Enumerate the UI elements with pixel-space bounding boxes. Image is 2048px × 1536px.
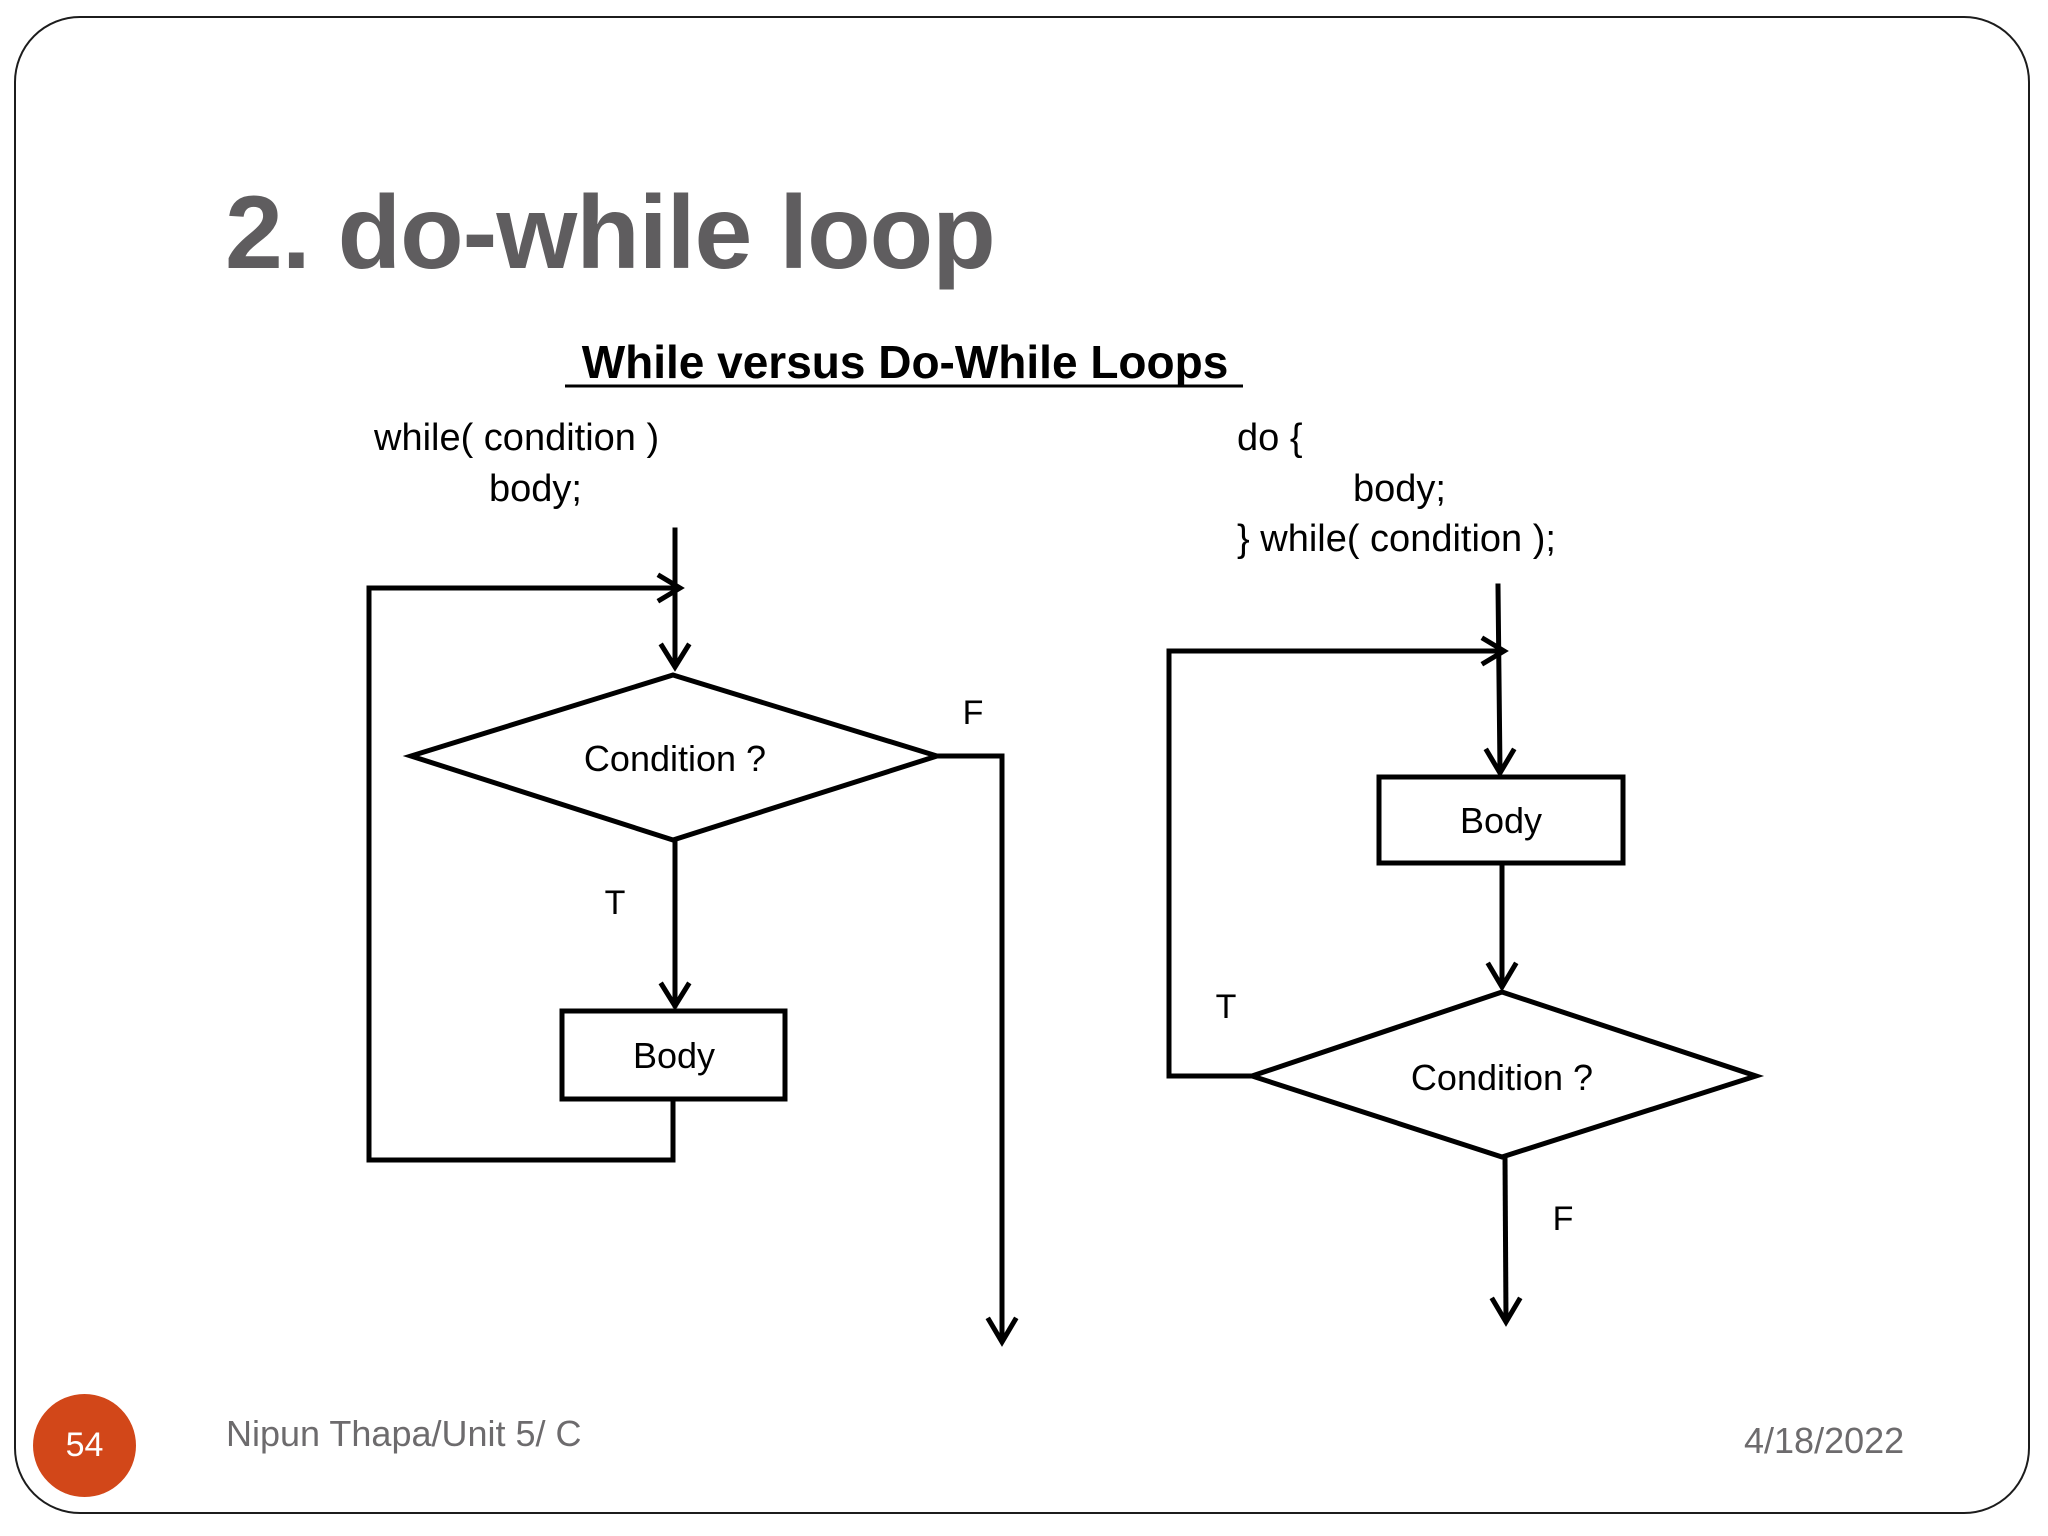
do-while-true-loop-line	[1166, 648, 1503, 1079]
footer-date: 4/18/2022	[1744, 1420, 1905, 1461]
do-while-flowchart: Body Condition ? T F	[1166, 583, 1765, 1327]
do-while-false-exit-line	[1502, 1154, 1509, 1323]
page-number: 54	[65, 1426, 104, 1464]
while-body-label: Body	[633, 1035, 715, 1076]
while-code-line-2: body;	[489, 468, 582, 510]
do-while-false-exit-arrowhead	[1489, 1296, 1523, 1327]
do-while-condition-diamond	[1244, 989, 1765, 1160]
while-false-exit-line	[934, 753, 1005, 1343]
do-while-code-line-3: } while( condition );	[1237, 518, 1556, 560]
do-while-body-label: Body	[1460, 800, 1542, 841]
slide-frame	[14, 16, 2030, 1514]
page-number-badge: 54	[33, 1394, 136, 1497]
slide-title: 2. do-while loop	[225, 175, 996, 291]
do-while-code-line-2: body;	[1353, 468, 1446, 510]
diagram-title: While versus Do-While Loops	[582, 336, 1229, 388]
do-while-entry-line	[1495, 583, 1503, 774]
while-condition-label: Condition ?	[584, 738, 766, 779]
do-while-body-to-condition-arrowhead	[1485, 961, 1519, 992]
while-body-box	[559, 1008, 788, 1102]
while-flowchart: Condition ? T Body F	[366, 527, 1019, 1347]
while-false-exit-arrowhead	[985, 1316, 1019, 1347]
while-loop-back-arrowhead	[656, 572, 685, 604]
do-while-false-label: F	[1553, 1200, 1574, 1238]
while-false-label: F	[963, 694, 984, 732]
do-while-code-line-1: do {	[1237, 417, 1303, 459]
do-while-true-label: T	[1216, 988, 1237, 1026]
do-while-true-loop-arrowhead	[1480, 635, 1509, 667]
while-true-label: T	[605, 884, 626, 922]
do-while-entry-arrowhead	[1483, 747, 1517, 778]
while-code-line-1: while( condition )	[373, 417, 659, 459]
while-entry-arrowhead	[658, 642, 692, 672]
while-true-arrowhead	[658, 981, 692, 1011]
while-loop-back-line	[366, 585, 678, 1163]
do-while-condition-label: Condition ?	[1411, 1057, 1593, 1098]
footer-author: Nipun Thapa/Unit 5/ C	[226, 1413, 582, 1454]
